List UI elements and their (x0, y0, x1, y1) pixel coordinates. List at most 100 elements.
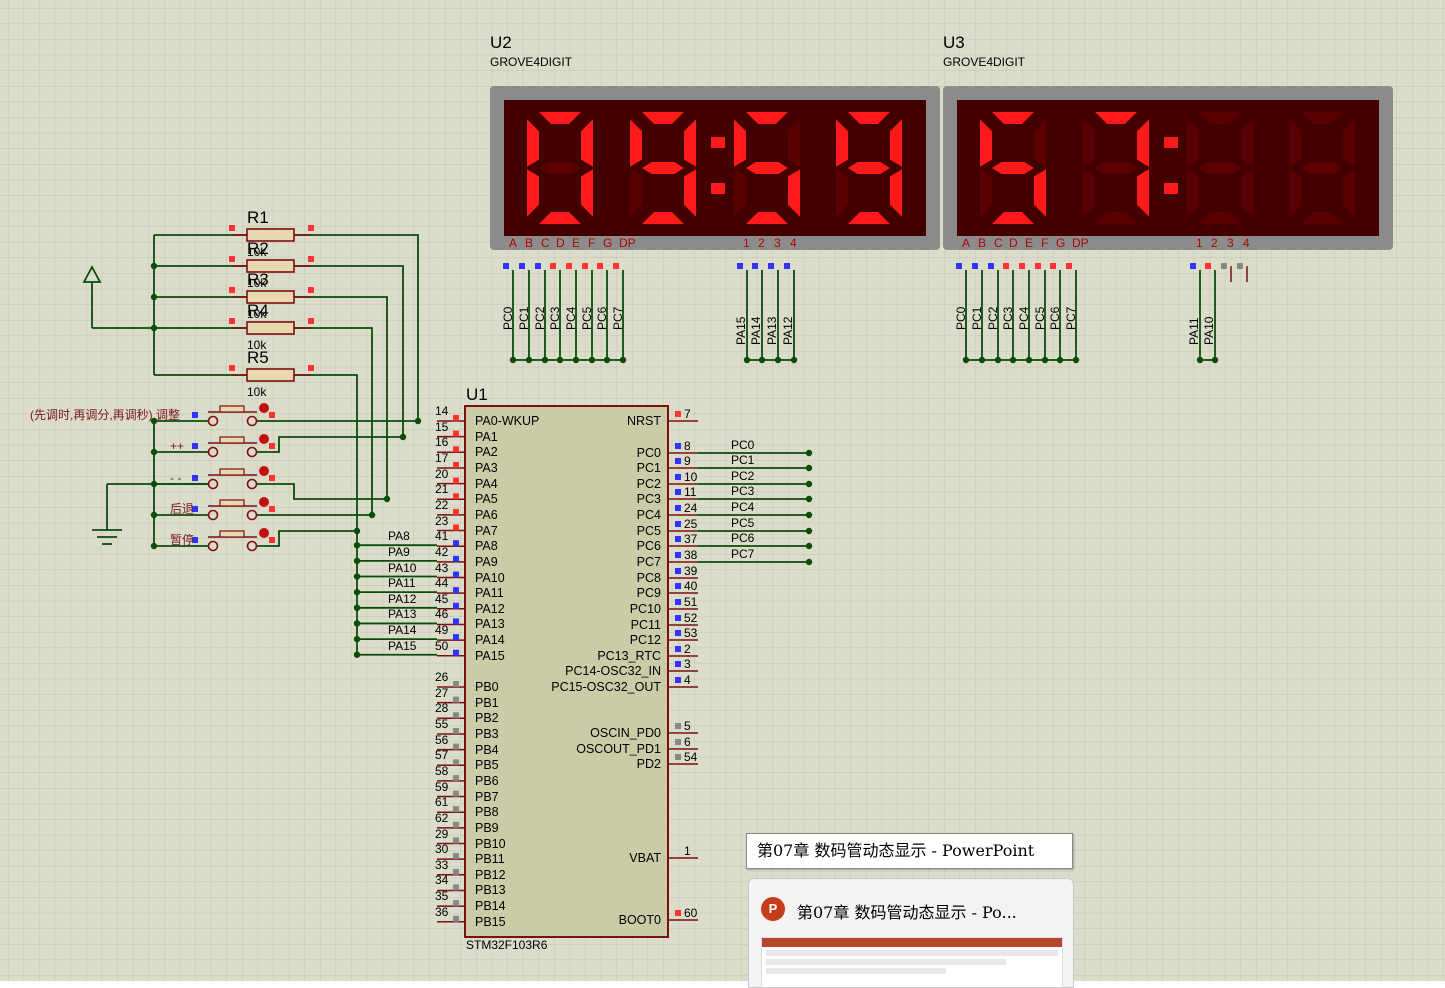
button-label: (先调时,再调分,再调秒) 调整 (30, 408, 180, 422)
u3-refdes: U3 (943, 33, 965, 52)
u2-seg-label: B (525, 236, 534, 250)
u1-pin-number: 27 (435, 685, 449, 700)
u1-pin-name: PA9 (475, 554, 498, 569)
u1-pin-name: PA0-WKUP (475, 414, 540, 428)
u1-pin-number: 15 (435, 419, 449, 434)
u2-digit-pin-label: 3 (774, 236, 781, 250)
u2-seg-net: PC7 (611, 306, 625, 330)
u1-pin-name: PB1 (475, 695, 499, 710)
resistor-refdes: R4 (247, 301, 269, 320)
pushbutton-2[interactable] (207, 434, 269, 458)
u1-pin-number: 10 (684, 470, 698, 484)
u3-seg-label: B (978, 236, 987, 250)
resistor-r1[interactable] (232, 228, 311, 242)
u2-seg-label: A (509, 236, 518, 250)
u1-pin-name: PB4 (475, 742, 499, 757)
u1-pin-name: PA8 (475, 539, 498, 554)
u1-pin-name: PB7 (475, 789, 499, 804)
u3-seg-net: PC0 (954, 306, 968, 330)
u1-pin-name: PC7 (636, 555, 661, 569)
u1-pin-name: PC8 (636, 571, 661, 585)
powerpoint-icon: P (761, 897, 785, 921)
u3-seg-net: PC2 (986, 306, 1000, 330)
u1-pin-name: PB8 (475, 805, 499, 820)
u1-pin-name: PC3 (636, 492, 661, 506)
u1-pin-name: BOOT0 (618, 913, 661, 927)
u1-pin-name: NRST (626, 414, 661, 428)
u1-chip[interactable] (464, 405, 669, 938)
u1-pin-number: 8 (684, 439, 691, 453)
pushbutton-3[interactable] (207, 466, 269, 490)
wires (91, 234, 1219, 658)
u1-pin-name: PA2 (475, 445, 498, 460)
u3-model: GROVE4DIGIT (943, 55, 1026, 69)
u1-pin-number: 49 (435, 623, 449, 638)
button-label: - - (170, 471, 182, 485)
u1-pin-number: 33 (435, 857, 449, 872)
resistor-r4[interactable] (232, 321, 311, 335)
u3-seg-label: D (1009, 236, 1018, 250)
u1-pin-name: PB15 (475, 914, 506, 929)
net-label: PA15 (388, 638, 417, 653)
u1-pin-name: PA10 (475, 570, 505, 585)
thumbnail-preview (761, 937, 1063, 987)
taskbar-thumbnail[interactable]: P 第07章 数码管动态显示 - Po... (748, 878, 1074, 988)
net-label: PC1 (731, 453, 755, 467)
u1-pin-name: VBAT (629, 851, 661, 865)
u2-model: GROVE4DIGIT (490, 55, 573, 69)
u2-digit-net: PA13 (765, 316, 779, 345)
u2-seg-net: PC6 (595, 306, 609, 330)
resistor-r2[interactable] (232, 259, 311, 273)
net-label: PA12 (388, 591, 417, 606)
u1-pin-number: 42 (435, 544, 449, 559)
u2-digit-pin-label: 1 (743, 236, 750, 250)
u1-model: STM32F103R6 (466, 938, 548, 952)
resistor-value: 10k (247, 338, 267, 352)
pushbutton-1[interactable] (207, 403, 269, 427)
net-label: PA13 (388, 607, 417, 622)
u3-display[interactable] (943, 86, 1393, 250)
u1-pin-name: PB6 (475, 773, 499, 788)
resistor-refdes: R2 (247, 239, 269, 258)
net-label: PC2 (731, 469, 755, 483)
u2-seg-label: DP (619, 236, 636, 250)
u1-pin-number: 4 (684, 673, 691, 687)
resistor-refdes: R1 (247, 208, 269, 227)
u1-pin-number: 23 (435, 513, 449, 528)
u1-pin-number: 38 (684, 548, 698, 562)
u2-seg-net: PC0 (501, 306, 515, 330)
pushbutton-5[interactable] (207, 528, 269, 552)
u1-pin-number: 50 (435, 638, 449, 653)
u2-seg-label: G (603, 236, 613, 250)
resistor-r5[interactable] (232, 368, 311, 382)
u1-pin-number: 5 (684, 719, 691, 733)
u1-pin-name: PC15-OSC32_OUT (551, 680, 661, 694)
u1-pin-name: PA14 (475, 633, 505, 648)
net-label: PC0 (731, 438, 755, 452)
u1-pin-number: 29 (435, 826, 449, 841)
u1-pin-name: PC9 (636, 586, 661, 600)
resistor-value: 10k (247, 245, 267, 259)
u1-pin-name: PC5 (636, 524, 661, 538)
u3-seg-label: G (1056, 236, 1066, 250)
net-label: PA14 (388, 623, 417, 638)
u1-pin-name: PC0 (636, 446, 661, 460)
resistor-r3[interactable] (232, 290, 311, 304)
u1-pin-name: PB13 (475, 883, 506, 898)
u1-pin-name: PC13_RTC (597, 649, 661, 663)
u1-pin-name: OSCIN_PD0 (590, 726, 661, 740)
pushbutton-4[interactable] (207, 497, 269, 521)
u1-pin-name: PA3 (475, 460, 498, 475)
net-label: PA10 (388, 560, 417, 575)
u2-seg-label: F (588, 236, 596, 250)
u1-pin-number: 21 (435, 482, 449, 497)
u1-pin-number: 6 (684, 735, 691, 749)
u3-seg-label: C (994, 236, 1003, 250)
u3-seg-net: PC7 (1064, 306, 1078, 330)
u1-pin-number: 57 (435, 748, 449, 763)
u3-seg-net: PC3 (1001, 306, 1015, 330)
u2-display[interactable] (490, 86, 940, 250)
u3-seg-net: PC1 (970, 306, 984, 330)
u3-digit-pin-label: 1 (1196, 236, 1203, 250)
